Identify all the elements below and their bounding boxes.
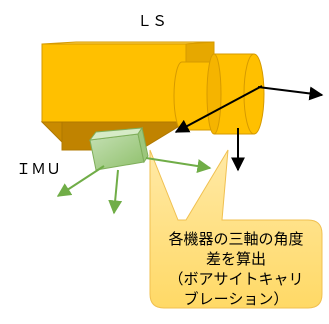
ls-lens-hood-back <box>206 53 222 135</box>
imu-axes <box>56 157 212 215</box>
ls-lens-front <box>243 53 265 135</box>
imu-axis-y-arrow <box>56 165 105 197</box>
imu-label: ＩＭＵ <box>16 160 61 178</box>
imu-sensor <box>88 126 149 171</box>
imu-cube-side <box>137 126 149 164</box>
callout-line-3: （ボアサイトキャリ <box>168 270 303 288</box>
ls-sensor <box>40 41 265 151</box>
imu-axis-z-arrow <box>108 169 123 215</box>
ls-label: ＬＳ <box>137 12 167 30</box>
callout: 各機器の三軸の角度 差を算出 （ボアサイトキャリ ブレーション） <box>149 149 323 309</box>
ls-axis-y-arrow <box>174 85 263 133</box>
callout-shape <box>149 149 323 309</box>
callout-line-2: 差を算出 <box>206 250 266 268</box>
callout-line-1: 各機器の三軸の角度 <box>168 230 303 248</box>
ls-axis-x-arrow <box>257 86 324 101</box>
ls-axes <box>174 85 324 172</box>
ls-body-front <box>41 43 187 123</box>
imu-axis-x-arrow <box>145 157 212 173</box>
callout-line-4: ブレーション） <box>184 290 289 308</box>
